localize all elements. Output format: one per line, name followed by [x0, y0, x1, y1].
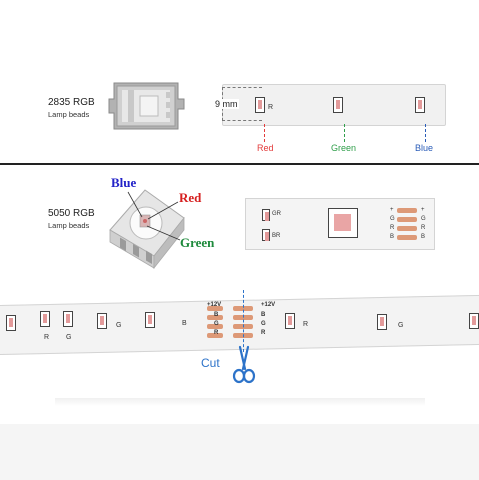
pad-label: +12V — [261, 302, 276, 308]
middle-title: 5050 RGB — [48, 208, 95, 219]
red-leader — [264, 124, 265, 142]
blue-leader — [425, 124, 426, 142]
bead-label: G — [116, 322, 122, 329]
led-bead — [377, 314, 387, 330]
cut-label: Cut — [201, 356, 220, 370]
led-bead — [255, 97, 265, 113]
bead-label: R — [303, 321, 309, 328]
solder-pad — [207, 333, 223, 338]
solder-pad — [397, 217, 417, 222]
pad-label: +12V — [207, 302, 222, 308]
reflection-band — [55, 398, 425, 406]
pad-label: B — [261, 312, 266, 318]
solder-pad — [397, 208, 417, 213]
pad-label: R — [214, 330, 219, 336]
blue-label: Blue — [415, 143, 434, 153]
pad-label: + — [390, 207, 394, 213]
green-label: Green — [331, 143, 357, 153]
section-divider — [0, 163, 479, 165]
strip-label: GR — [272, 211, 281, 217]
pad-label: G — [421, 216, 426, 222]
top-title: 2835 RGB — [48, 97, 95, 108]
pad-label: R — [421, 225, 426, 231]
bead-2835-icon — [108, 82, 186, 130]
chip-blue-label: Blue — [111, 175, 137, 190]
top-subtitle: Lamp beads — [48, 110, 90, 119]
chip-red-label: Red — [179, 190, 202, 205]
bead-label: G — [66, 334, 72, 341]
resistor — [262, 209, 270, 221]
pad-label: + — [421, 207, 425, 213]
bead-label: G — [398, 322, 404, 329]
pad-label: G — [390, 216, 395, 222]
pad-label: B — [214, 312, 219, 318]
led-bead — [145, 312, 155, 328]
led-bead — [469, 313, 479, 329]
dimension-label: 9 mm — [214, 99, 239, 109]
solder-pad — [207, 306, 223, 311]
bead-label: B — [182, 320, 187, 327]
pad-label: R — [390, 225, 395, 231]
pad-label: B — [421, 234, 426, 240]
resistor — [262, 229, 270, 241]
bead-5050-icon — [100, 182, 190, 277]
chip-5050-on-strip — [328, 208, 358, 238]
chip-green-label: Green — [180, 235, 215, 250]
cut-line — [243, 290, 244, 352]
led-bead — [40, 311, 50, 327]
bead-label: R — [268, 104, 274, 111]
strip-label: BR — [272, 233, 281, 239]
floor-shade — [0, 424, 479, 480]
scissors-icon — [231, 345, 257, 385]
middle-subtitle: Lamp beads — [48, 221, 90, 230]
green-leader — [344, 124, 345, 142]
pad-label: R — [261, 330, 266, 336]
solder-pad — [397, 235, 417, 240]
pad-label: G — [214, 321, 219, 327]
led-bead — [415, 97, 425, 113]
led-bead — [63, 311, 73, 327]
pad-label: B — [390, 234, 395, 240]
solder-pad — [207, 324, 223, 329]
red-label: Red — [257, 143, 274, 153]
led-bead — [6, 315, 16, 331]
led-bead — [97, 313, 107, 329]
bead-label: R — [44, 334, 50, 341]
solder-pad — [397, 226, 417, 231]
led-bead — [333, 97, 343, 113]
solder-pad — [207, 315, 223, 320]
pad-label: G — [261, 321, 266, 327]
led-bead — [285, 313, 295, 329]
